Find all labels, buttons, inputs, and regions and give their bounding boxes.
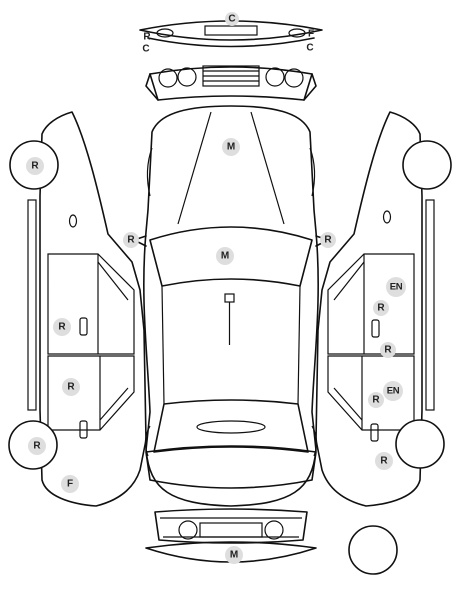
svg-text:C: C (306, 43, 313, 54)
rear-view (154, 508, 308, 544)
marker-right-rear-quarter: R (375, 452, 393, 470)
svg-text:C: C (228, 14, 235, 25)
svg-text:M: M (227, 142, 235, 153)
marker-rear-bumper: M (225, 546, 243, 564)
marker-left-front-door: R (53, 318, 71, 336)
marker-front-bumper-center: C (225, 12, 239, 26)
svg-text:R: R (58, 322, 66, 333)
marker-right-front-door: R (373, 300, 389, 316)
svg-text:EN: EN (387, 386, 400, 397)
marker-right-front-door-top: EN (386, 277, 406, 297)
marker-left-rear-wheel: R (28, 437, 46, 455)
rear-bumper (145, 541, 317, 563)
marker-left-front-wheel: R (26, 157, 44, 175)
right-side-view (315, 111, 452, 507)
marker-front-bumper-right-bottom: C (306, 43, 313, 54)
svg-text:R: R (380, 456, 388, 467)
svg-text:R: R (127, 235, 135, 246)
svg-text:R: R (377, 303, 385, 314)
marker-left-mirror: R (123, 232, 139, 248)
marker-right-rear-door-top: EN (383, 381, 403, 401)
car-top-view (133, 105, 329, 507)
marker-front-bumper-left-bottom: C (142, 44, 149, 55)
marker-roof: M (216, 247, 234, 265)
marker-hood: M (222, 138, 240, 156)
marker-right-mirror: R (320, 232, 336, 248)
svg-text:M: M (221, 251, 229, 262)
svg-text:C: C (142, 44, 149, 55)
front-bumper (139, 20, 323, 48)
svg-text:R: R (143, 32, 151, 43)
svg-text:R: R (33, 441, 41, 452)
svg-text:R: R (372, 395, 380, 406)
marker-front-bumper-left-top: R (143, 32, 151, 43)
svg-text:R: R (67, 382, 75, 393)
svg-text:EN: EN (390, 282, 403, 293)
blank-note-circle (348, 525, 398, 575)
svg-text:F: F (67, 479, 73, 490)
svg-text:F: F (308, 29, 314, 40)
svg-text:R: R (384, 345, 392, 356)
front-view (145, 65, 317, 101)
svg-text:R: R (31, 161, 39, 172)
svg-text:R: R (324, 235, 332, 246)
marker-left-rear-quarter: F (61, 475, 79, 493)
marker-right-rear-door: R (368, 392, 384, 408)
marker-left-rear-door: R (62, 378, 80, 396)
marker-right-b-pillar: R (380, 342, 396, 358)
svg-text:M: M (230, 550, 238, 561)
marker-front-bumper-right-top: F (308, 29, 314, 40)
